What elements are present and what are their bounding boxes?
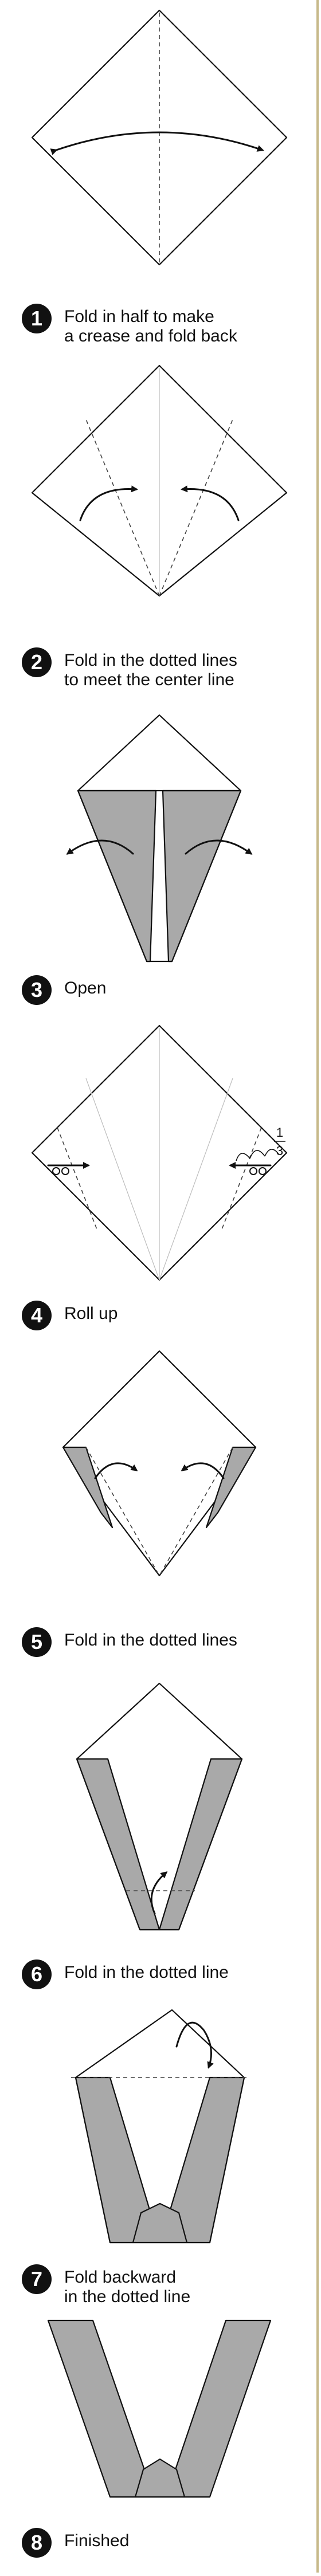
step-instruction: Roll up [64, 1304, 118, 1323]
bottom-tab [132, 2202, 188, 2244]
step-8-diagram [47, 2319, 272, 2498]
kite-paper [62, 1350, 257, 1577]
left-fold-arrow-icon [94, 1462, 138, 1479]
step-1-diagram [31, 9, 288, 266]
svg-text:1: 1 [276, 1125, 283, 1140]
fold-up-arrow-icon [150, 1871, 168, 1915]
left-roll-dotted-line [57, 1127, 98, 1231]
left-folded-flap [77, 790, 157, 963]
step-number-badge: 4 [22, 1301, 52, 1330]
left-fold-dotted-line [85, 419, 160, 596]
step-6-caption: 6 Fold in the dotted line [22, 1960, 229, 1989]
finished-right-band [172, 2319, 272, 2498]
right-fold-arrow-icon [181, 485, 240, 521]
step-number-badge: 3 [22, 975, 52, 1005]
left-crease-line [85, 1078, 160, 1281]
step-instruction: Fold in the dotted lines to meet the cen… [64, 651, 237, 689]
step-instruction: Fold in the dotted line [64, 1963, 229, 1982]
step-7-caption: 7 Fold backward in the dotted line [22, 2264, 190, 2307]
step-3-diagram [66, 714, 253, 963]
right-open-arrow-icon [185, 839, 253, 855]
step-6-diagram [76, 1682, 243, 1931]
right-folded-flap [162, 790, 242, 963]
step-instruction: Finished [64, 2531, 130, 2550]
step-7-diagram [71, 2009, 249, 2244]
step-2-diagram [31, 364, 288, 597]
left-rolled-edge [62, 1446, 113, 1529]
step-number-badge: 5 [22, 1627, 52, 1657]
svg-text:3: 3 [276, 1144, 283, 1158]
right-crease-line [159, 1078, 233, 1281]
fold-backward-arrow-icon [175, 2021, 214, 2069]
right-roll-dotted-line [221, 1127, 262, 1231]
step-1-caption: 1 Fold in half to make a crease and fold… [22, 304, 237, 346]
step-5-diagram [62, 1350, 257, 1577]
step-3-caption: 3 Open [22, 975, 106, 1005]
step-4-diagram: 1 3 [31, 1024, 288, 1281]
left-fold-dotted-line [85, 1447, 160, 1576]
left-roll-symbol-icon [47, 1162, 90, 1175]
fold-back-arrow-icon [50, 131, 264, 155]
right-side-band [158, 1758, 243, 1931]
step-instruction: Fold backward in the dotted line [64, 2268, 191, 2306]
step-2-caption: 2 Fold in the dotted lines to meet the c… [22, 647, 237, 690]
step-4-caption: 4 Roll up [22, 1301, 118, 1330]
right-fold-dotted-line [159, 419, 233, 596]
step-number-badge: 6 [22, 1960, 52, 1989]
right-fold-dotted-line [159, 1447, 233, 1576]
left-open-arrow-icon [66, 839, 134, 855]
finished-left-band [47, 2319, 148, 2498]
left-fold-arrow-icon [79, 485, 138, 521]
step-number-badge: 7 [22, 2264, 52, 2294]
right-fold-arrow-icon [181, 1462, 225, 1479]
one-third-fraction-label: 1 3 [274, 1125, 285, 1158]
step-instruction: Fold in the dotted lines [64, 1631, 237, 1650]
right-roll-symbol-icon [229, 1149, 279, 1175]
step-number-badge: 8 [22, 2528, 52, 2558]
right-rolled-edge [205, 1446, 257, 1529]
step-instruction: Fold in half to make a crease and fold b… [64, 307, 237, 345]
step-8-caption: 8 Finished [22, 2528, 129, 2558]
square-paper [31, 9, 288, 266]
kite-paper [77, 714, 242, 963]
step-number-badge: 1 [22, 304, 52, 333]
step-5-caption: 5 Fold in the dotted lines [22, 1627, 237, 1657]
step-number-badge: 2 [22, 647, 52, 677]
step-instruction: Open [64, 979, 107, 998]
